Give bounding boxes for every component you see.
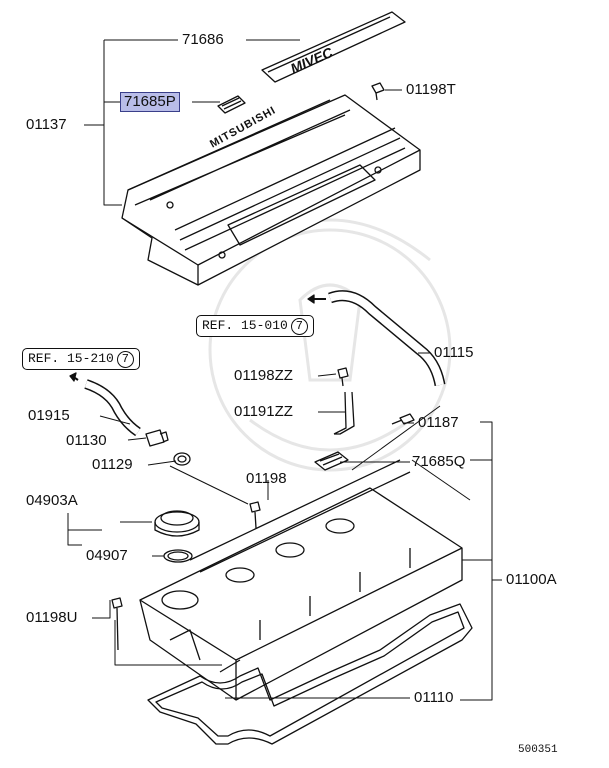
rocker-cover-01100a [139, 459, 463, 701]
bolt-01198 [249, 501, 261, 529]
label-plate-71685q [314, 451, 349, 471]
bolt-01198u [111, 597, 123, 651]
callout-01198t[interactable]: 01198T [406, 81, 456, 98]
grommet-01129 [173, 452, 191, 466]
callout-71685q[interactable]: 71685Q [412, 453, 466, 470]
callout-01187[interactable]: 01187 [418, 414, 459, 431]
ref-15-010-circle: 7 [290, 318, 308, 335]
callout-01198u[interactable]: 01198U [26, 609, 78, 626]
oil-filler-cap-04903a [154, 510, 200, 537]
callout-71685p-highlighted[interactable]: 71685P [120, 92, 180, 112]
ref-15-010-text: REF. 15-010 [202, 318, 288, 333]
callout-01198[interactable]: 01198 [246, 470, 287, 487]
leader-lines [67, 39, 502, 701]
callout-01115[interactable]: 01115 [434, 344, 474, 361]
diagram-number: 500351 [518, 744, 558, 756]
mivec-badge [261, 11, 406, 83]
callout-01110[interactable]: 01110 [414, 689, 454, 706]
callout-04907[interactable]: 04907 [86, 547, 128, 564]
stud-01187 [391, 413, 415, 425]
callout-71686[interactable]: 71686 [182, 31, 224, 48]
callout-01130[interactable]: 01130 [66, 432, 107, 449]
callout-01191zz[interactable]: 01191ZZ [234, 403, 293, 420]
callout-01915[interactable]: 01915 [28, 407, 70, 424]
ref-15-210-circle: 7 [116, 351, 134, 368]
pcv-hose-01115 [307, 290, 446, 387]
hose-01915 [69, 372, 141, 437]
bolt-01198zz [337, 367, 349, 387]
cap-gasket-04907 [163, 549, 193, 563]
bolt-01198t [371, 82, 385, 101]
callout-01198zz[interactable]: 01198ZZ [234, 367, 293, 384]
callout-01137[interactable]: 01137 [26, 116, 67, 133]
callout-01129[interactable]: 01129 [92, 456, 133, 473]
fitting-01130 [145, 429, 169, 447]
ref-15-210-text: REF. 15-210 [28, 351, 114, 366]
watermark-emblem [208, 218, 452, 472]
bracket-01191zz [333, 391, 355, 435]
label-plate-71685p [217, 95, 246, 114]
rocker-gasket-01110 [147, 603, 473, 745]
engine-cover [121, 94, 421, 286]
callout-04903a[interactable]: 04903A [26, 492, 78, 509]
callout-01100a[interactable]: 01100A [506, 571, 557, 588]
